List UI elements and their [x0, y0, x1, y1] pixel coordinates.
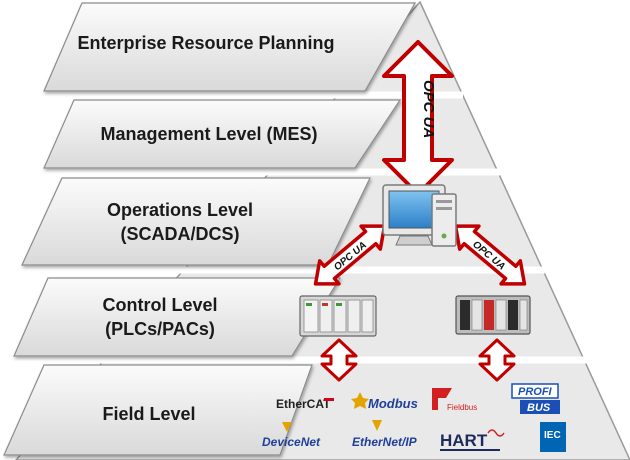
mes-level-label: Management Level (MES) [44, 122, 374, 146]
band-mes [43, 99, 402, 169]
svg-text:BUS: BUS [527, 402, 551, 414]
field-label-text: Field Level [102, 404, 196, 424]
band-control [13, 277, 342, 357]
plc-rack-icon [299, 295, 377, 337]
hart-waves-icon [487, 429, 505, 437]
field-protocols: EtherCAT Modbus Fieldbus PROFI BUS Devic… [262, 383, 566, 452]
ethernetip-swoosh-icon [372, 420, 382, 431]
iec-logo: IEC [540, 422, 566, 452]
operations-label-line2: (SCADA/DCS) [120, 224, 240, 244]
opc-ua-label-vertical: OPC UA [420, 80, 437, 138]
svg-text:PROFI: PROFI [518, 386, 553, 398]
fieldbus-icon [432, 388, 452, 410]
arrow-plc-to-field [320, 338, 358, 382]
svg-text:IEC: IEC [544, 430, 561, 441]
pac-chassis-icon [455, 295, 531, 335]
computer-icon [382, 184, 457, 247]
operations-level-label: Operations Level (SCADA/DCS) [30, 198, 330, 246]
field-level-label: Field Level [14, 402, 284, 426]
fieldbus-logo: Fieldbus [447, 403, 477, 412]
devicenet-logo: DeviceNet [262, 435, 321, 449]
control-label-line2: (PLCs/PACs) [105, 319, 215, 339]
operations-label-line1: Operations Level [106, 200, 254, 220]
modbus-star-icon [351, 392, 369, 409]
control-level-label: Control Level (PLCs/PACs) [20, 293, 300, 341]
hart-logo: HART [440, 431, 488, 450]
band-field [3, 364, 313, 456]
erp-label-text: Enterprise Resource Planning [77, 33, 335, 53]
control-label-line1: Control Level [102, 295, 218, 315]
band-erp [43, 2, 417, 92]
profibus-logo: PROFI BUS [511, 383, 560, 414]
ethernetip-logo: EtherNet/IP [352, 435, 418, 449]
devicenet-swoosh-icon [282, 422, 292, 432]
arrow-pac-to-field [478, 338, 516, 382]
erp-level-label: Enterprise Resource Planning [44, 31, 368, 55]
mes-label-text: Management Level (MES) [100, 124, 318, 144]
modbus-logo: Modbus [368, 396, 418, 411]
opc-ua-arrow-right: OPC UA [453, 224, 527, 286]
ethercat-logo: EtherCAT [276, 397, 331, 411]
